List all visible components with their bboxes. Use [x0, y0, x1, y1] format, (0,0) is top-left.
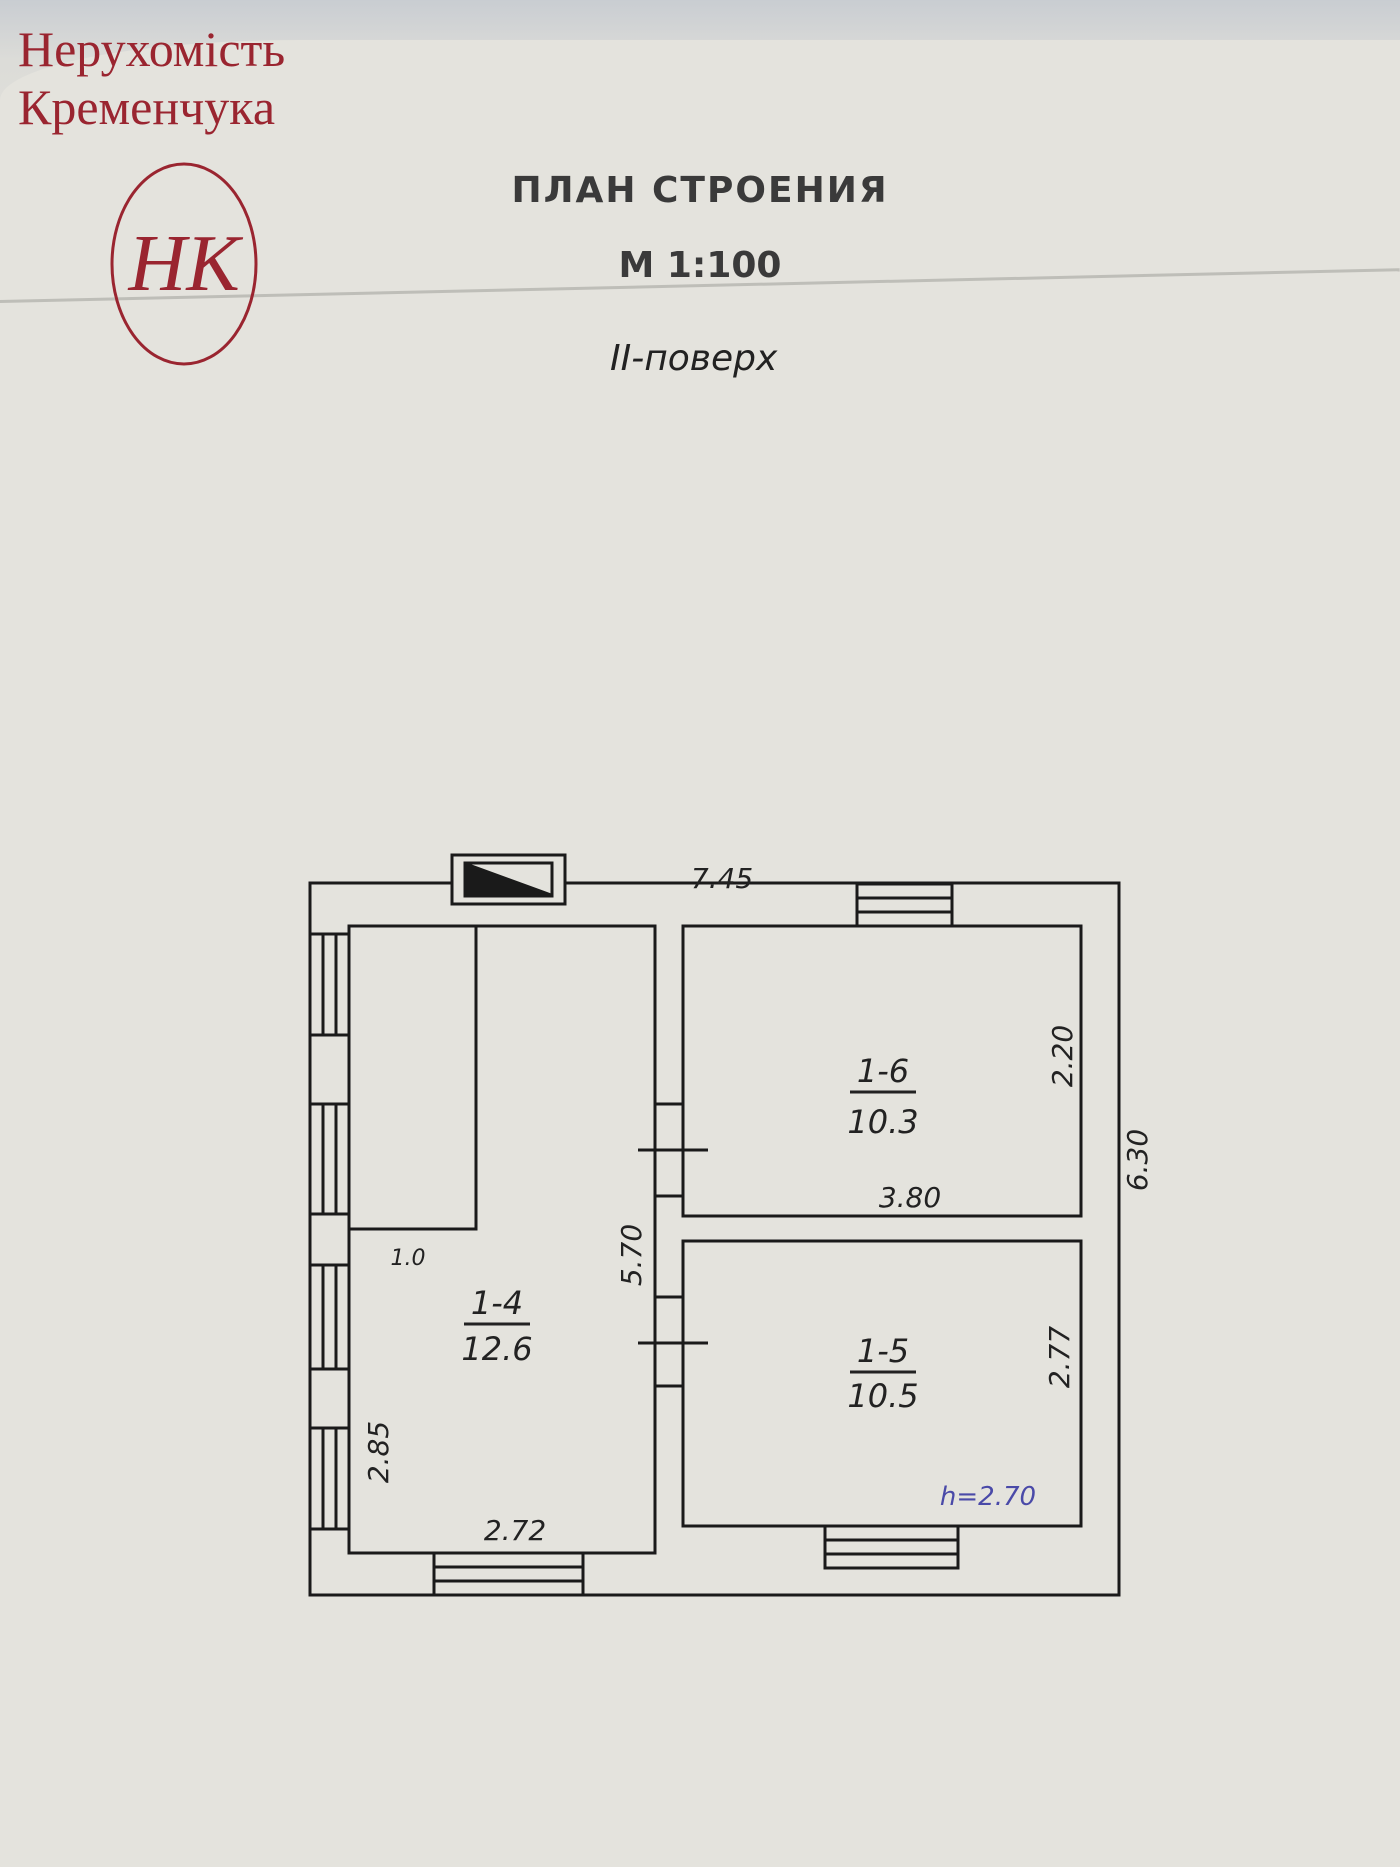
monogram-circle	[110, 162, 258, 366]
room-1-4-id: 1-4	[471, 1284, 523, 1322]
watermark-line-1: Нерухомість	[18, 21, 286, 77]
room-1-5-area: 10.5	[847, 1377, 918, 1415]
room-1-6-id: 1-6	[857, 1052, 909, 1090]
window-left-4	[308, 1426, 351, 1531]
dim-room-1-6-width: 3.80	[879, 1181, 941, 1214]
plan-scale: М 1:100	[618, 245, 782, 286]
window-left-1	[308, 932, 351, 1037]
window-top	[855, 882, 954, 928]
watermark-logo: Нерухомість Кременчука	[18, 20, 285, 136]
dim-room-1-4-side: 2.85	[362, 1421, 395, 1483]
dim-closet: 1.0	[391, 1246, 426, 1271]
floor-note: II-поверх	[610, 338, 778, 379]
chimney-fill	[464, 861, 552, 897]
watermark-line-2: Кременчука	[18, 79, 276, 135]
window-left-3	[308, 1263, 351, 1371]
window-bottom-right	[823, 1524, 960, 1570]
door-room-1-5	[638, 1295, 708, 1388]
closet-outline	[347, 924, 478, 1231]
dim-right-height: 6.30	[1121, 1129, 1154, 1191]
plan-title: ПЛАН СТРОЕНИЯ	[511, 170, 889, 211]
monogram-text: НК	[128, 220, 244, 308]
window-left-2	[308, 1102, 351, 1216]
room-1-6-area: 10.3	[847, 1103, 918, 1141]
window-bottom-left	[432, 1551, 585, 1597]
room-1-4-area: 12.6	[461, 1330, 532, 1368]
dim-room-1-5-height: 2.77	[1043, 1326, 1076, 1389]
dim-room-1-4-height: 5.70	[615, 1224, 648, 1286]
dim-top-length: 7.45	[691, 862, 753, 895]
dim-room-1-6-height: 2.20	[1046, 1025, 1079, 1087]
document-paper	[0, 40, 1400, 1867]
dim-room-1-4-width: 2.72	[484, 1514, 546, 1547]
room-1-5-id: 1-5	[857, 1332, 909, 1370]
door-room-1-6	[638, 1102, 708, 1198]
ceiling-height: h=2.70	[940, 1482, 1036, 1512]
outer-wall	[308, 881, 1121, 1597]
